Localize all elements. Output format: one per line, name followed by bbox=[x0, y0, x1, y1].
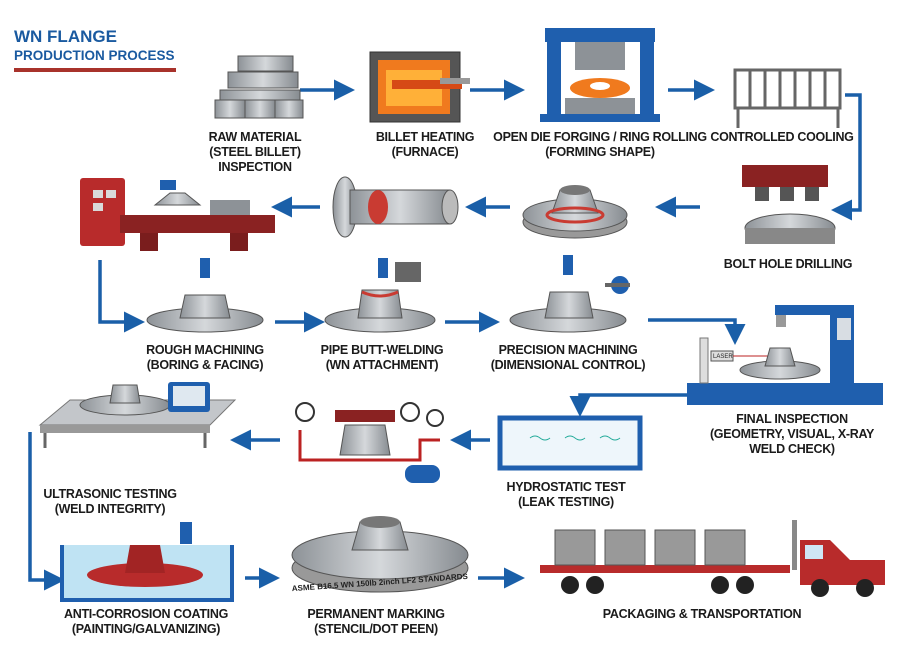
laser-label: LASER bbox=[713, 354, 733, 360]
title-underline bbox=[14, 68, 176, 72]
label-controlled-cooling: CONTROLLED COOLING bbox=[710, 130, 854, 144]
furnace-icon bbox=[369, 51, 470, 123]
label-final-inspection: FINAL INSPECTION(GEOMETRY, VISUAL, X-RAY… bbox=[709, 412, 875, 456]
precision-machining-flange-icon bbox=[509, 255, 630, 333]
coating-tank-icon bbox=[60, 522, 234, 602]
label-hydrostatic-test: HYDROSTATIC TEST(LEAK TESTING) bbox=[506, 480, 626, 509]
marked-flange-icon: ASME B16.5 WN 150lb 2inch LF2 STANDARDS bbox=[291, 516, 469, 593]
arrow bbox=[648, 318, 746, 345]
rough-machining-flange-icon bbox=[146, 258, 264, 333]
label-packaging: PACKAGING & TRANSPORTATION bbox=[602, 607, 802, 621]
drilling-machine-icon bbox=[742, 165, 836, 244]
label-pipe-butt-welding: PIPE BUTT-WELDING(WN ATTACHMENT) bbox=[320, 343, 444, 372]
arrow bbox=[569, 393, 700, 417]
pressure-test-rig-icon bbox=[295, 402, 444, 483]
steel-billets-icon bbox=[214, 55, 304, 119]
flange-pipe-icon bbox=[332, 176, 459, 238]
forged-flange-icon bbox=[522, 185, 628, 239]
label-permanent-marking: PERMANENT MARKING(STENCIL/DOT PEEN) bbox=[307, 607, 445, 636]
hydrostatic-tank-icon bbox=[497, 415, 643, 471]
arrow bbox=[831, 93, 862, 221]
label-precision-machining: PRECISION MACHINING(DIMENSIONAL CONTROL) bbox=[490, 343, 646, 372]
label-forging: OPEN DIE FORGING / RING ROLLING(FORMING … bbox=[493, 130, 707, 159]
label-billet-heating: BILLET HEATING(FURNACE) bbox=[375, 130, 475, 159]
truck-icon bbox=[540, 520, 885, 597]
forging-press-icon bbox=[540, 28, 660, 122]
label-rough-machining: ROUGH MACHINING(BORING & FACING) bbox=[146, 343, 264, 372]
flow-arrows bbox=[28, 79, 862, 591]
arrow bbox=[98, 260, 145, 333]
title-line-2: PRODUCTION PROCESS bbox=[14, 48, 175, 63]
ultrasonic-tester-icon bbox=[38, 382, 237, 448]
welding-flange-icon bbox=[324, 258, 436, 333]
cooling-rack-icon bbox=[733, 68, 842, 128]
lathe-machine-icon bbox=[80, 178, 275, 251]
label-raw-material: RAW MATERIAL(STEEL BILLET)INSPECTION bbox=[208, 130, 302, 174]
arrow bbox=[28, 432, 65, 591]
label-ultrasonic-testing: ULTRASONIC TESTING(WELD INTEGRITY) bbox=[43, 487, 177, 516]
label-bolt-hole-drilling: BOLT HOLE DRILLING bbox=[723, 257, 853, 271]
label-anti-corrosion-coating: ANTI-CORROSION COATING(PAINTING/GALVANIZ… bbox=[64, 607, 228, 636]
title-line-1: WN FLANGE bbox=[14, 27, 117, 46]
inspection-station-icon: LASER bbox=[687, 305, 883, 405]
